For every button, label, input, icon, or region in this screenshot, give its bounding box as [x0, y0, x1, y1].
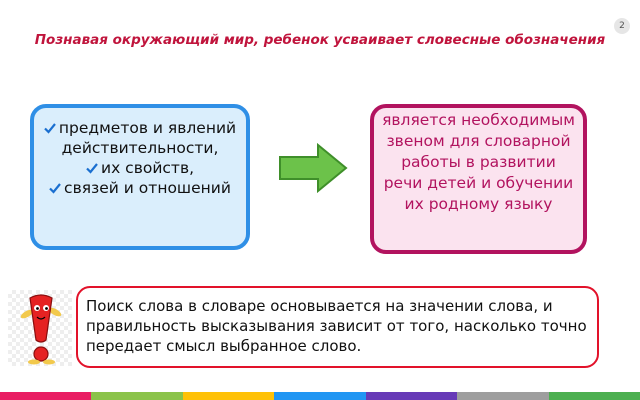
list-item-text: их свойств, [101, 159, 194, 177]
list-item: связей и отношений [42, 178, 238, 198]
slide-title: Познавая окружающий мир, ребенок усваива… [34, 32, 606, 48]
list-item-text: связей и отношений [64, 179, 231, 197]
note-box: Поиск слова в словаре основывается на зн… [76, 286, 599, 368]
check-icon [86, 163, 98, 174]
exclamation-figure [20, 294, 62, 365]
list-item: их свойств, [42, 158, 238, 178]
footer-color-bar [0, 392, 640, 400]
list-item-text: предметов и явлений действительности, [58, 119, 237, 157]
exclamation-character-icon [8, 290, 72, 366]
check-icon [49, 183, 61, 194]
right-text-box: является необходимым звеном для словарно… [370, 104, 587, 254]
check-icon [44, 123, 56, 134]
note-text: Поиск слова в словаре основывается на зн… [86, 297, 587, 355]
right-box-text: является необходимым звеном для словарно… [382, 111, 575, 213]
left-list-box: предметов и явлений действительности, их… [30, 104, 250, 250]
list-item: предметов и явлений действительности, [42, 118, 238, 158]
arrow-right-icon [279, 143, 348, 193]
slide-number: 2 [614, 18, 630, 34]
